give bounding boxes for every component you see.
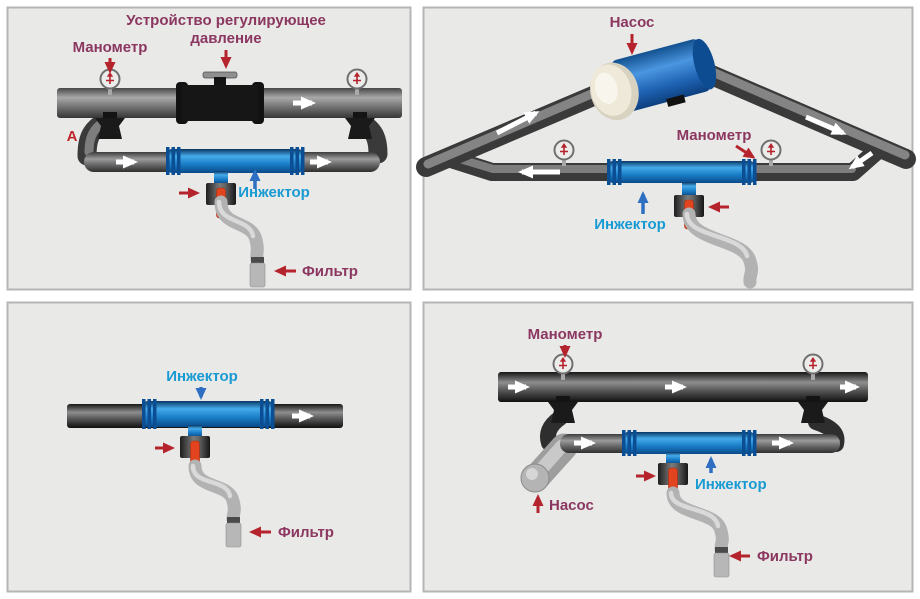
label-pump: Насос <box>610 14 655 31</box>
label-filter: Фильтр <box>757 548 813 565</box>
injector-tee <box>166 147 305 184</box>
pressure-regulator-valve <box>176 71 264 124</box>
filter-unit <box>713 547 730 578</box>
flow-arrow-icon <box>805 114 847 136</box>
scheme-pump-bypass: Манометр Насос Инжектор Фильтр <box>498 326 868 578</box>
flow-arrow-icon <box>848 150 874 170</box>
flow-arrow-icon <box>495 110 540 136</box>
panel-top-left <box>6 6 412 291</box>
injector-tee <box>607 159 757 196</box>
pump-unit <box>590 38 717 121</box>
label-point-a: А <box>67 128 78 145</box>
injector-tee <box>142 399 275 437</box>
label-manometer: Манометр <box>73 39 148 56</box>
injector-tee <box>622 430 757 464</box>
label-pressure-regulator-line2: давление <box>190 30 261 47</box>
label-filter: Фильтр <box>302 263 358 280</box>
label-filter: Фильтр <box>278 524 334 541</box>
scheme-injector-only: Инжектор Фильтр <box>67 368 343 548</box>
filter-unit <box>249 257 266 288</box>
label-injector: Инжектор <box>594 216 666 233</box>
pointer-arrow-icon <box>735 144 756 159</box>
pump-unit <box>520 433 578 493</box>
scheme-pump-suction: Насос Манометр Инжектор <box>416 14 916 289</box>
label-manometer: Манометр <box>677 127 752 144</box>
label-pump: Насос <box>549 497 594 514</box>
label-manometer: Манометр <box>528 326 603 343</box>
filter-unit <box>225 517 242 548</box>
label-injector: Инжектор <box>695 476 767 493</box>
label-injector: Инжектор <box>238 184 310 201</box>
scheme-pressure-regulator: Устройство регулирующее давление Маномет… <box>57 12 402 288</box>
label-injector: Инжектор <box>166 368 238 385</box>
label-pressure-regulator-line1: Устройство регулирующее <box>126 12 326 29</box>
